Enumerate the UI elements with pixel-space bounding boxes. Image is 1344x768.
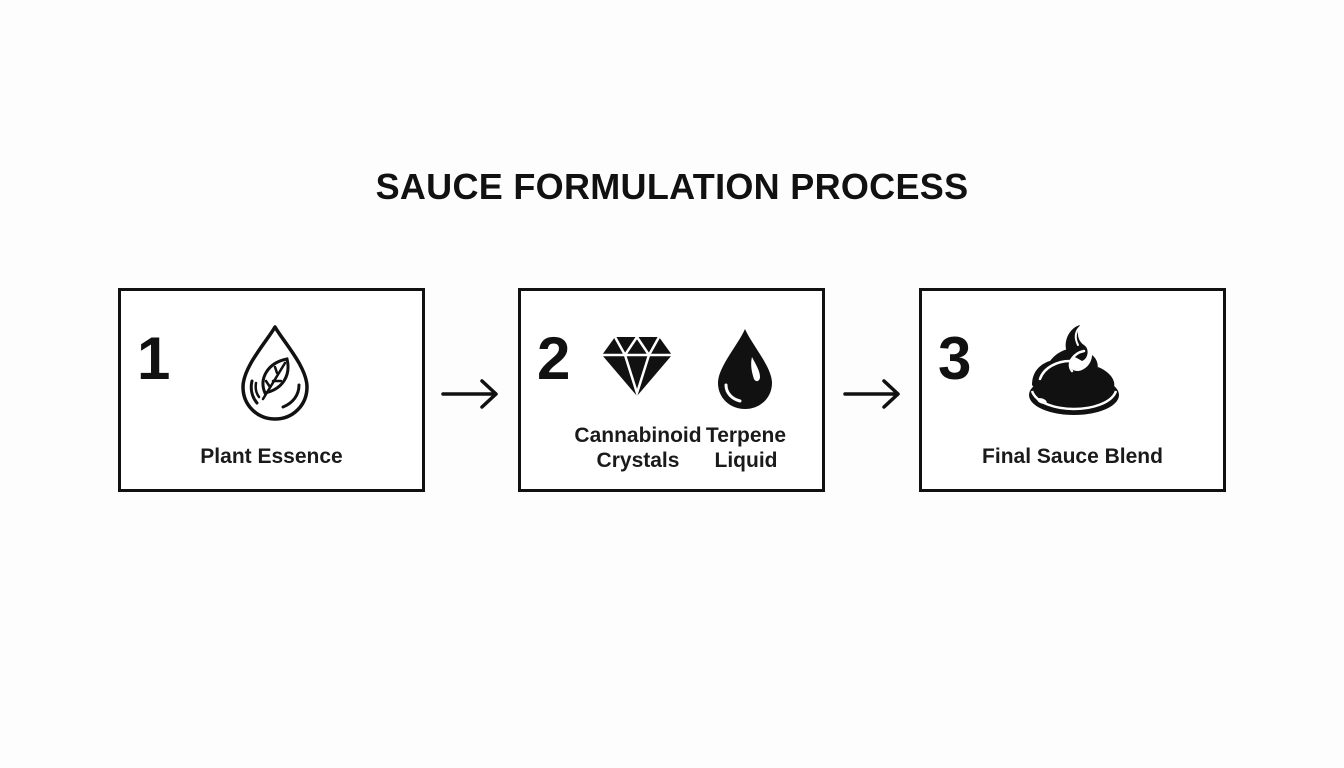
step-3-box: 3 Final Sauce Blend bbox=[919, 288, 1226, 492]
arrow-right-icon bbox=[441, 379, 498, 409]
liquid-drop-icon bbox=[718, 329, 772, 409]
sauce-swirl-icon bbox=[1029, 325, 1119, 415]
step-label: Final Sauce Blend bbox=[982, 445, 1163, 468]
step-2-box: 2 Cannabinoid Crystals Terpene Liquid bbox=[518, 288, 825, 492]
step-label: Plant Essence bbox=[200, 445, 343, 468]
droplet-leaf-icon bbox=[241, 325, 309, 421]
sub-label-terpene: Terpene Liquid bbox=[705, 424, 787, 472]
step-number: 1 bbox=[137, 325, 171, 392]
arrow-right-icon bbox=[843, 379, 900, 409]
sub-label-crystals: Cannabinoid Crystals bbox=[574, 424, 702, 472]
step-number: 3 bbox=[938, 325, 972, 392]
step-1-box: 1 Plant Essence bbox=[118, 288, 425, 492]
step-number: 2 bbox=[537, 325, 571, 392]
diamond-icon bbox=[602, 335, 672, 397]
diagram-title: SAUCE FORMULATION PROCESS bbox=[375, 166, 969, 207]
